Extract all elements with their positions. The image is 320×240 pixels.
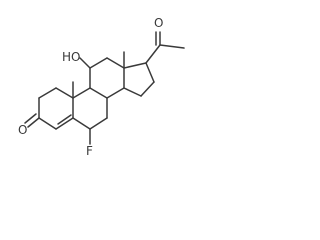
atom-labels: HO O F O <box>18 16 163 158</box>
bond-c3-o-ketone <box>27 117 40 128</box>
bond-c12-c13 <box>106 57 125 69</box>
acetyl-oxygen-label: O <box>154 16 163 30</box>
bond-c17-c20 <box>145 44 161 64</box>
hydroxyl-label: HO <box>62 50 80 64</box>
bond-c20-c21 <box>159 44 185 49</box>
fluorine-label: F <box>86 144 93 158</box>
bond-c5-c6 <box>72 117 91 130</box>
ring-d <box>123 62 155 97</box>
bond-c8-c9 <box>89 87 108 99</box>
bond-c3-c4 <box>38 117 57 130</box>
bond-c11-c12 <box>89 57 108 69</box>
bond-c3-o-ketone-double <box>24 113 37 124</box>
bond-c16-c17 <box>145 62 155 83</box>
bond-c6-c7 <box>89 117 108 130</box>
ring-a <box>24 87 74 130</box>
steroid-structure-diagram: HO O F O <box>18 16 185 158</box>
bond-c15-c16 <box>140 81 155 97</box>
bond-c14-c8 <box>106 87 125 99</box>
ring-c <box>79 57 125 99</box>
bond-c1-c2 <box>38 87 57 99</box>
bond-c11-oh <box>79 57 91 69</box>
bond-c17-c13 <box>123 62 147 69</box>
bond-c10-c1 <box>55 87 74 99</box>
bond-c4-c5 <box>55 117 74 130</box>
bond-c9-c10 <box>72 87 91 99</box>
ketone-oxygen-label: O <box>18 123 27 137</box>
methyl-groups <box>72 51 125 99</box>
ring-b <box>72 87 108 145</box>
bond-c4-c5-double <box>57 114 72 125</box>
acetyl-side-chain <box>145 31 185 64</box>
bond-c14-c15 <box>123 87 142 97</box>
